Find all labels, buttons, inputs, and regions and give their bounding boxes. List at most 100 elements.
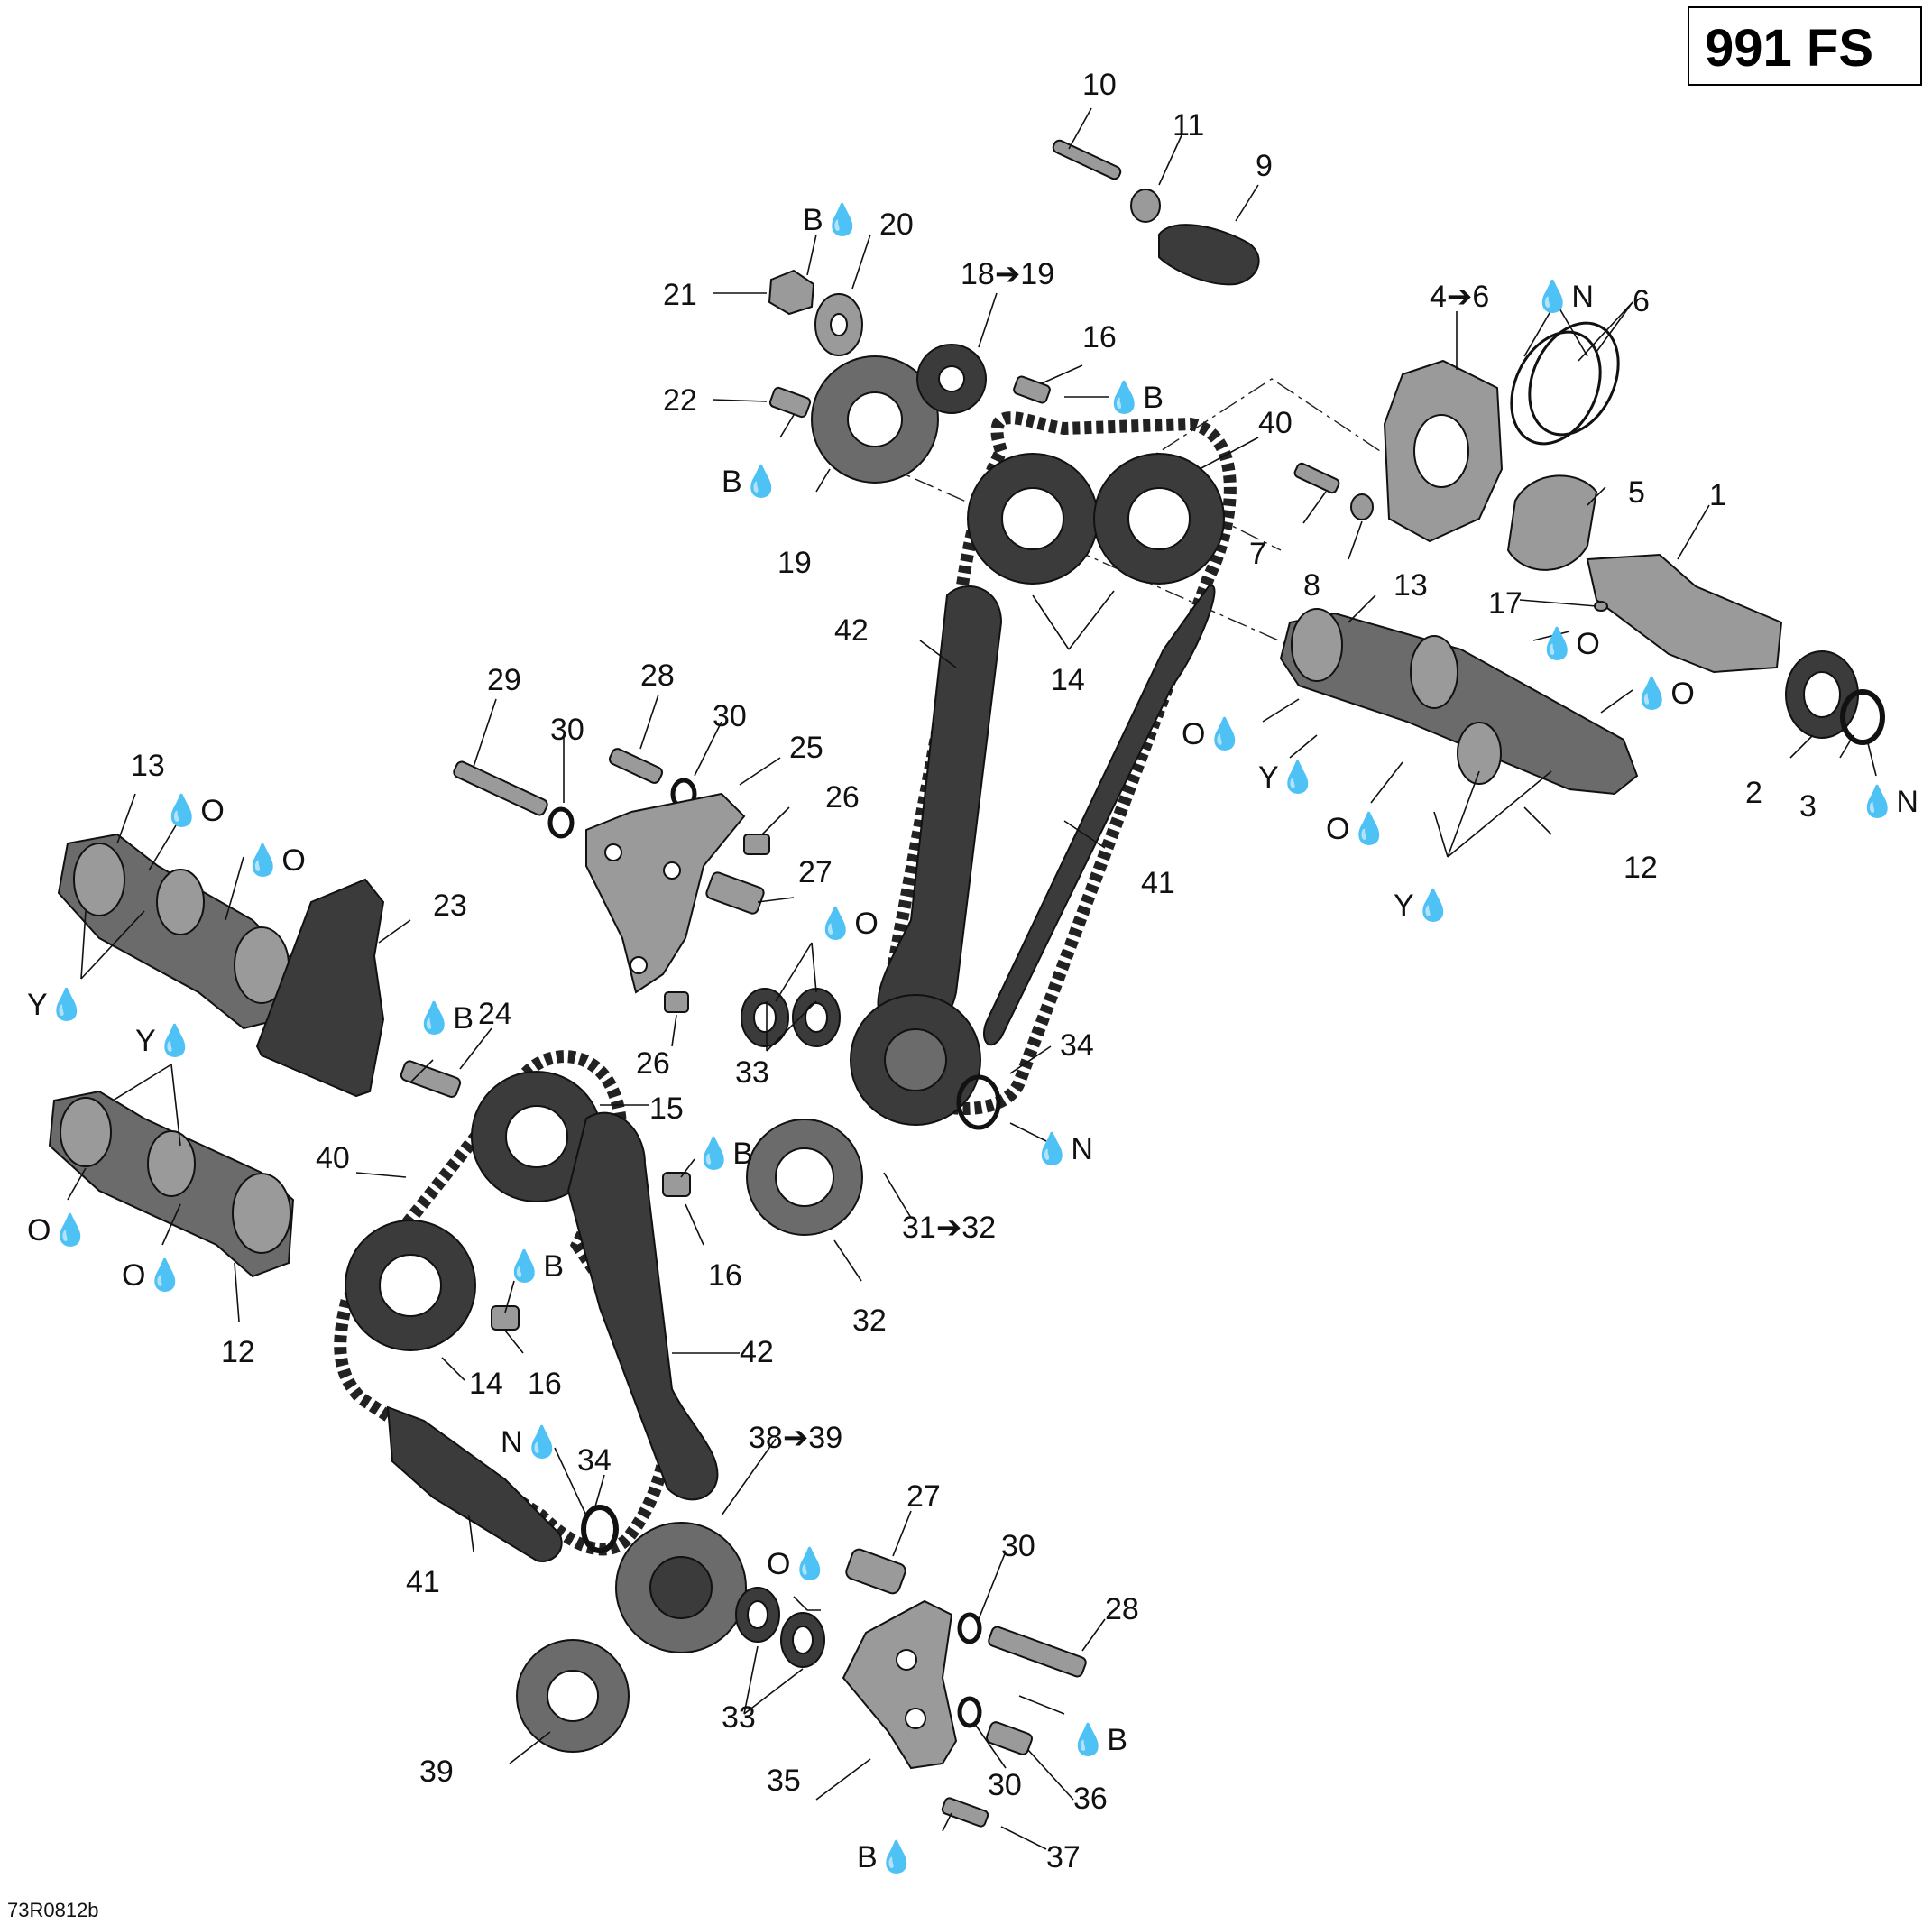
nut-21 — [768, 269, 815, 316]
bolt-28-lower — [988, 1626, 1087, 1678]
gear-19 — [811, 355, 939, 484]
callout-14-top: 14 — [1051, 663, 1085, 697]
callout-42-top: 42 — [834, 613, 869, 648]
lube-b-24: 💧B — [415, 1000, 474, 1036]
callout-13-right: 13 — [1394, 568, 1428, 603]
washer-34-upper — [956, 1074, 1001, 1130]
callout-39: 39 — [419, 1755, 454, 1789]
pin-17 — [1594, 601, 1608, 612]
callout-16-top: 16 — [1082, 320, 1117, 355]
callout-8: 8 — [1303, 568, 1320, 603]
cam-lobe-r2 — [1410, 635, 1458, 709]
lube-n-3: 💧N — [1858, 784, 1918, 819]
callout-18-19: 18➔19 — [961, 257, 1054, 291]
callout-25: 25 — [789, 731, 823, 765]
callout-10: 10 — [1082, 68, 1117, 102]
lube-o-12r: 💧O — [1633, 676, 1695, 711]
callout-29: 29 — [487, 663, 521, 697]
bolt-16-mid — [662, 1172, 691, 1197]
bracket-group-9-11 — [1052, 139, 1260, 286]
washer-30d — [957, 1696, 982, 1728]
bolt-36 — [986, 1721, 1033, 1755]
needle-bearing-33b — [792, 988, 841, 1047]
callout-17: 17 — [1488, 586, 1523, 621]
clamp-9 — [1158, 224, 1260, 286]
bearing-shell-5 — [1506, 474, 1598, 571]
callout-2: 2 — [1745, 776, 1762, 810]
callout-26-top: 26 — [825, 780, 860, 815]
cam-cap-23 — [255, 878, 385, 1098]
bracket-hole-2 — [663, 861, 681, 880]
gear-group-top — [768, 269, 1051, 484]
housing-bore — [1413, 414, 1469, 488]
lube-n-34low: N💧 — [501, 1424, 561, 1460]
callout-30a: 30 — [550, 713, 584, 747]
callout-19: 19 — [777, 546, 812, 580]
bolt-22 — [768, 386, 812, 419]
callout-23: 23 — [433, 889, 467, 923]
cam-lobe-l2 — [156, 869, 205, 935]
cam-lobe-l1 — [73, 843, 125, 916]
callout-40-bottom: 40 — [316, 1141, 350, 1175]
lube-y-12r: Y💧 — [1394, 888, 1452, 923]
callout-12-right: 12 — [1624, 851, 1658, 885]
bracket-35 — [842, 1599, 958, 1770]
callout-22: 22 — [663, 383, 697, 418]
tensioner-guide-lower-41 — [386, 1405, 563, 1562]
lube-o-camr2: O💧 — [1326, 811, 1388, 846]
seal-3 — [1840, 689, 1885, 745]
callout-28-bottom: 28 — [1105, 1592, 1139, 1626]
lube-b-16top: 💧B — [1105, 380, 1164, 415]
callout-24: 24 — [478, 997, 512, 1031]
callout-33-top: 33 — [735, 1055, 769, 1090]
intermediate-gear-upper — [746, 1119, 863, 1236]
callout-15: 15 — [649, 1091, 684, 1126]
camshaft-sprocket-15 — [471, 1071, 603, 1202]
camshaft-sprocket-left — [967, 453, 1099, 585]
callout-14-bottom: 14 — [469, 1367, 503, 1401]
callout-40-top: 40 — [1258, 406, 1293, 440]
callout-36: 36 — [1073, 1782, 1108, 1816]
bracket-hole-1 — [604, 843, 622, 861]
washer-11 — [1130, 189, 1161, 223]
bracket-hole-3 — [630, 956, 648, 974]
gear-18 — [916, 344, 987, 414]
callout-9: 9 — [1256, 149, 1273, 183]
lube-b-21: B💧 — [803, 202, 861, 237]
leader-lines — [67, 107, 1877, 1850]
callout-11: 11 — [1173, 108, 1204, 143]
callout-28-top: 28 — [640, 659, 675, 693]
bolt-16-top — [1013, 375, 1051, 404]
needle-bearing-33a — [741, 988, 789, 1047]
cam-lobe-r3 — [1457, 722, 1502, 785]
callout-33-bottom: 33 — [722, 1700, 756, 1735]
cam-lobe-l3 — [60, 1097, 112, 1167]
seal-ring-6a — [1510, 330, 1602, 446]
lube-o-13l2: 💧O — [244, 843, 306, 878]
callout-32: 32 — [852, 1303, 887, 1338]
lubricant-markers: B💧 B💧 💧B 💧N 💧O 💧O O💧 Y💧 O💧 Y💧 💧N 💧O 💧O Y… — [27, 202, 1918, 1874]
callout-3: 3 — [1799, 789, 1817, 824]
idler-sprocket-upper — [850, 994, 981, 1126]
lube-o-33: 💧O — [816, 906, 879, 941]
callout-6: 6 — [1633, 284, 1650, 318]
callout-20: 20 — [879, 207, 914, 242]
callout-41-top: 41 — [1141, 866, 1175, 900]
lube-n-6: 💧N — [1533, 279, 1594, 314]
callout-38-39: 38➔39 — [749, 1421, 842, 1455]
intermediate-gear-39 — [516, 1639, 630, 1753]
bolt-16-low — [491, 1305, 520, 1331]
tensioner-bracket-lower — [842, 1548, 1087, 1828]
drawing-code: 73R0812b — [7, 1899, 99, 1921]
callout-7: 7 — [1249, 537, 1266, 571]
callout-41-bottom: 41 — [406, 1565, 440, 1599]
callout-16-low: 16 — [528, 1367, 562, 1401]
upper-chain-assembly — [746, 411, 1237, 1236]
chain-guide-upper — [877, 585, 1003, 1036]
bolt-28 — [608, 748, 664, 784]
lube-y-camr: Y💧 — [1258, 760, 1317, 795]
callout-37: 37 — [1046, 1840, 1081, 1874]
chain-guide-lower-42 — [566, 1111, 719, 1501]
camshaft-sprocket-14-lower — [345, 1220, 476, 1351]
seal-ring-6b — [1528, 321, 1620, 437]
